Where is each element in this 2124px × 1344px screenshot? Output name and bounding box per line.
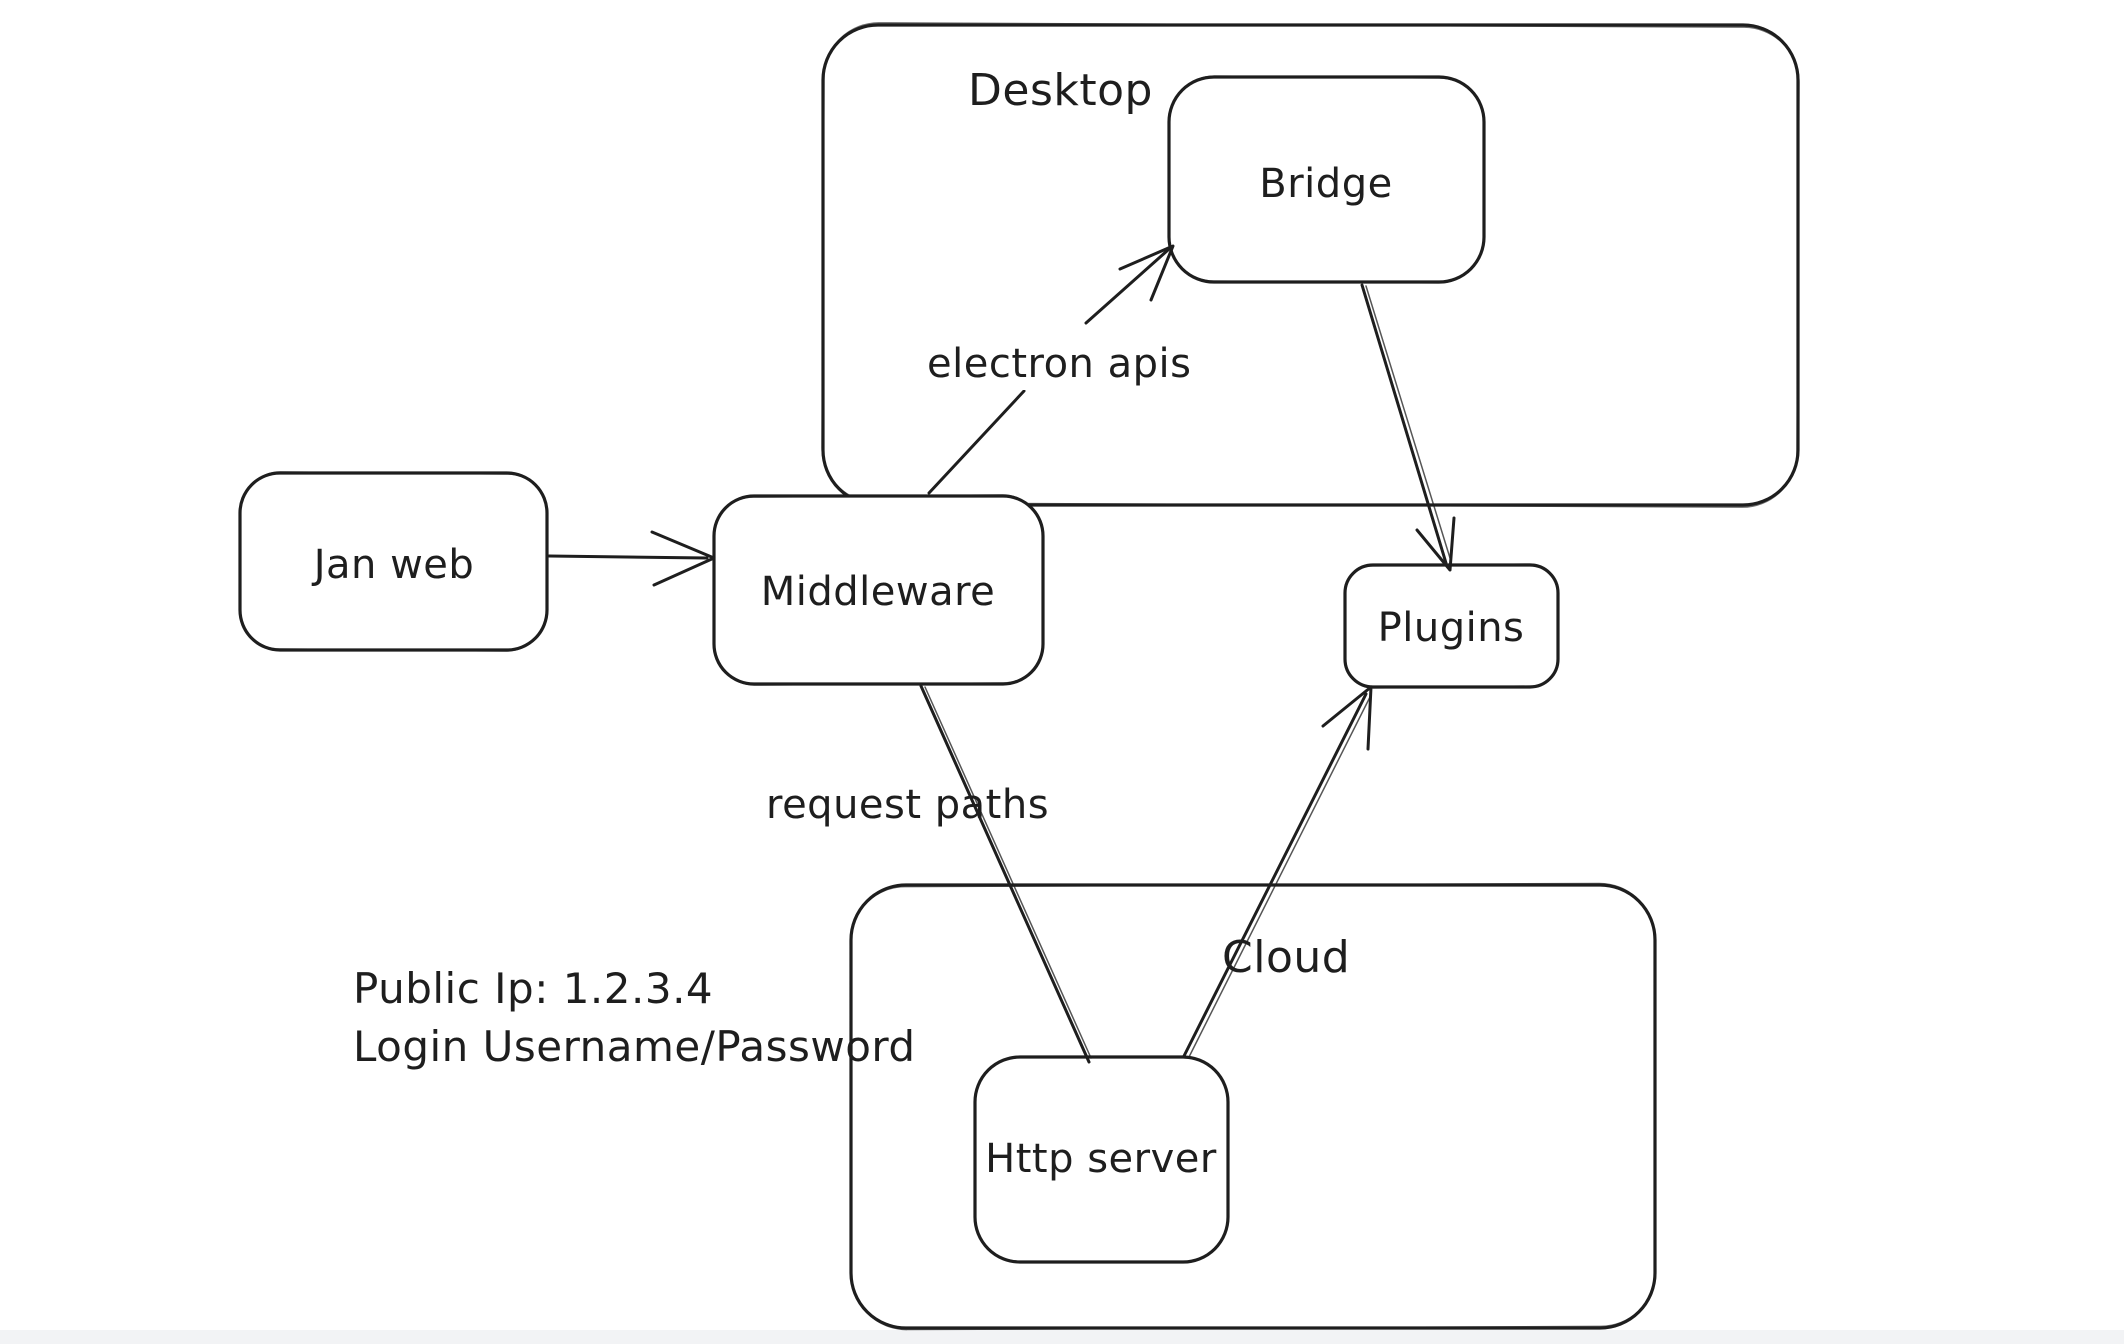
edge-bridge-to-plugins-shaft-sketch-echo bbox=[1365, 285, 1451, 559]
edge-middleware-to-http-server-shaft-sketch-echo bbox=[924, 686, 1092, 1059]
edge-jan-web-to-middleware-arrowhead bbox=[650, 530, 716, 587]
edge-http-server-to-plugins-shaft bbox=[1182, 692, 1368, 1058]
http-server-node: Http server bbox=[973, 1055, 1230, 1264]
cloud-container: Cloud bbox=[849, 882, 1657, 1331]
middleware-node-label: Middleware bbox=[761, 569, 996, 615]
http-server-node-label: Http server bbox=[985, 1136, 1217, 1182]
jan-web-node: Jan web bbox=[238, 471, 549, 652]
edge-bridge-to-plugins-arrowhead bbox=[1415, 516, 1456, 572]
edge-http-server-to-plugins bbox=[1182, 685, 1373, 1058]
edge-middleware-to-http-server-shaft bbox=[919, 684, 1091, 1064]
bridge-node-label: Bridge bbox=[1259, 161, 1392, 207]
edge-bridge-to-plugins bbox=[1360, 283, 1456, 572]
desktop-container-label: Desktop bbox=[968, 65, 1153, 116]
edge-bridge-to-plugins-shaft bbox=[1360, 283, 1448, 565]
electron-apis-edge-label: electron apis bbox=[927, 341, 1191, 387]
edge-middleware-to-bridge-arrowhead bbox=[1118, 244, 1175, 302]
jan-web-node-box-sketch-echo bbox=[238, 471, 549, 652]
middleware-node: Middleware bbox=[712, 494, 1045, 686]
bridge-node: Bridge bbox=[1167, 75, 1486, 284]
middleware-node-box-sketch-echo bbox=[712, 494, 1045, 686]
bridge-node-box-sketch-echo bbox=[1167, 75, 1486, 284]
edge-middleware-to-http-server bbox=[919, 684, 1092, 1064]
http-server-node-box-sketch-echo bbox=[973, 1055, 1230, 1264]
jan-web-node-label: Jan web bbox=[311, 542, 475, 588]
edge-middleware-to-bridge bbox=[927, 244, 1175, 495]
electron-apis-edge-label-group: electron apis bbox=[918, 334, 1200, 390]
cloud-container-box-sketch-echo bbox=[849, 882, 1657, 1331]
login-credentials-annotation: Login Username/Password bbox=[353, 1022, 916, 1071]
plugins-node: Plugins bbox=[1343, 563, 1560, 689]
desktop-container-box-sketch-echo bbox=[821, 22, 1800, 508]
edge-jan-web-to-middleware-shaft bbox=[547, 554, 709, 560]
edge-http-server-to-plugins-shaft-sketch-echo bbox=[1188, 696, 1371, 1058]
bottom-edge-strip bbox=[0, 1330, 2124, 1344]
electron-apis-label-background bbox=[918, 334, 1200, 390]
edge-http-server-to-plugins-arrowhead bbox=[1321, 685, 1373, 751]
edge-middleware-to-bridge-shaft-upper bbox=[1084, 248, 1170, 325]
public-ip-annotation: Public Ip: 1.2.3.4 bbox=[353, 964, 713, 1013]
request-paths-edge-label: request paths bbox=[766, 782, 1049, 828]
edge-middleware-to-bridge-shaft-lower bbox=[927, 389, 1026, 495]
plugins-node-label: Plugins bbox=[1378, 605, 1525, 651]
edge-jan-web-to-middleware bbox=[547, 530, 716, 587]
